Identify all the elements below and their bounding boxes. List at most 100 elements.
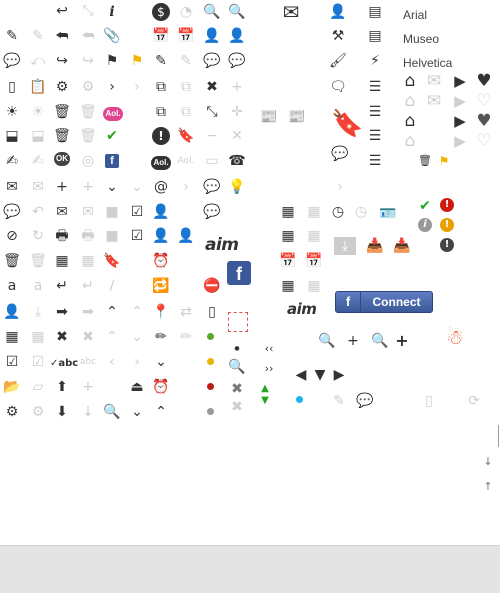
chat-icon[interactable]: 💬: [203, 53, 221, 69]
no-entry-icon[interactable]: ⛔: [203, 278, 221, 294]
trash-can-icon[interactable]: 🗑: [53, 104, 71, 120]
clock-icon[interactable]: ◷: [331, 204, 345, 220]
chevron-up-small-icon-2[interactable]: ⌃: [155, 404, 167, 420]
search-icon[interactable]: 🔍: [203, 4, 221, 20]
facebook-small-icon[interactable]: f: [105, 154, 119, 168]
close-x-icon[interactable]: ✖: [56, 329, 68, 345]
inbox-print-icon[interactable]: 📥: [366, 238, 384, 254]
scroll-down-arrow-icon[interactable]: ↓: [483, 455, 493, 468]
home-icon[interactable]: ⌂: [404, 71, 416, 91]
lightning-doc-icon[interactable]: ⚡: [370, 53, 380, 69]
user-add-icon-2[interactable]: 👤: [152, 228, 170, 244]
error-icon[interactable]: !: [440, 198, 454, 212]
search-icon-small[interactable]: 🔍: [103, 404, 121, 420]
calendar-17-icon[interactable]: 📅: [152, 28, 170, 44]
list-document-icon[interactable]: ▤: [368, 28, 382, 44]
ok-circle-icon[interactable]: OK: [53, 150, 71, 168]
repeat-icon[interactable]: 🔁: [152, 278, 170, 294]
facebook-logo-icon[interactable]: f: [227, 261, 251, 285]
reply-all-icon[interactable]: ⮪: [55, 28, 69, 44]
scroll-up-arrow-icon[interactable]: ↑: [483, 480, 493, 493]
resize-icon[interactable]: ⤡: [206, 104, 218, 120]
trash-icon[interactable]: 🗑: [3, 253, 21, 269]
font-helvetica-label[interactable]: Helvetica: [403, 56, 453, 70]
spellcheck-abc-icon[interactable]: ✓abc: [50, 358, 79, 369]
home-icon-2[interactable]: ⌂: [404, 111, 416, 131]
sun-icon[interactable]: ☀: [5, 104, 19, 120]
triangle-down-green-icon[interactable]: ▼: [261, 395, 269, 406]
info-gray-icon[interactable]: i: [418, 218, 432, 232]
chevron-right-icon[interactable]: ›: [109, 79, 115, 95]
user-add-icon[interactable]: 👤: [3, 304, 21, 320]
font-a-icon[interactable]: a: [7, 278, 17, 294]
envelope-icon[interactable]: ✉: [56, 204, 68, 220]
layout-icon[interactable]: ▤: [368, 4, 382, 20]
calendar-grid-icon[interactable]: ▦: [5, 329, 19, 345]
flag-icon[interactable]: ⚑: [105, 53, 119, 69]
user-icon[interactable]: 👤: [152, 204, 170, 220]
chevron-left-double-icon[interactable]: ‹‹: [264, 342, 274, 355]
person-icon[interactable]: 👤: [329, 4, 347, 20]
heart-icon[interactable]: ♥: [476, 71, 492, 91]
external-link-icon-2[interactable]: ⧉: [156, 104, 166, 120]
edit-document-icon[interactable]: ✎: [155, 53, 167, 69]
triangle-up-green-icon[interactable]: ▲: [261, 383, 269, 394]
list-icon-4[interactable]: ☰: [368, 153, 382, 169]
eject-icon[interactable]: ⏏: [130, 379, 144, 395]
arrow-up-icon[interactable]: ⬆: [56, 379, 68, 395]
lightbulb-icon[interactable]: 💡: [228, 179, 246, 195]
reply-icon[interactable]: ↩: [56, 3, 68, 19]
dollar-icon[interactable]: $: [152, 3, 170, 21]
chevron-up-small-icon[interactable]: ⌃: [106, 304, 118, 320]
location-pin-icon[interactable]: 📍: [152, 304, 170, 320]
tools-icon[interactable]: ⚒: [331, 28, 345, 44]
search-dark-icon[interactable]: 🔍: [228, 359, 246, 375]
heart-icon-2[interactable]: ♥: [476, 111, 492, 131]
alert-icon[interactable]: !: [152, 127, 170, 145]
external-link-icon[interactable]: ⧉: [156, 79, 166, 95]
list-icon-2[interactable]: ☰: [368, 104, 382, 120]
edit-icon[interactable]: ✎: [6, 28, 18, 44]
facebook-connect-button[interactable]: f Connect: [335, 291, 433, 313]
brush-icon[interactable]: 🖌: [329, 53, 347, 69]
speech-bubble-icon[interactable]: 💬: [3, 53, 21, 69]
media-player-icon[interactable]: ▶: [454, 72, 466, 90]
chevron-down-icon[interactable]: ⌄: [106, 179, 118, 195]
inbox-download-icon[interactable]: ⬓: [5, 128, 19, 144]
plus-icon-light[interactable]: +: [347, 333, 359, 349]
block-icon[interactable]: ⊘: [6, 228, 18, 244]
chat-green-icon[interactable]: 💬: [203, 179, 221, 195]
list-icon-3[interactable]: ☰: [368, 128, 382, 144]
calendar-grid-icon-2[interactable]: ▦: [281, 204, 295, 220]
alarm-clock-small-icon[interactable]: ⏰: [152, 379, 170, 395]
gear-icon[interactable]: ⚙: [5, 404, 19, 420]
triangle-right-icon[interactable]: ▶: [333, 367, 345, 383]
arrow-right-icon[interactable]: ➡: [56, 304, 68, 320]
check-green-icon[interactable]: ✔: [419, 198, 431, 214]
gear-icon-alt[interactable]: ⚙: [55, 79, 69, 95]
close-x-small-icon[interactable]: ✖: [231, 381, 243, 397]
checkmark-icon[interactable]: ✔: [106, 128, 118, 144]
checkbox-checked-icon-2[interactable]: ☑: [130, 228, 144, 244]
newspaper-icon[interactable]: 📰: [260, 109, 278, 125]
calendar-month-icon[interactable]: ▦: [55, 253, 69, 269]
folder-open-icon[interactable]: 📂: [3, 379, 21, 395]
alarm-clock-icon[interactable]: ⏰: [152, 253, 170, 269]
media-player-icon-2[interactable]: ▶: [454, 112, 466, 130]
download-tray-icon-selected[interactable]: ⤓: [334, 237, 356, 255]
trash-small-icon[interactable]: 🗑: [418, 154, 432, 167]
info-icon[interactable]: i: [109, 4, 115, 20]
checkbox-edit-icon[interactable]: ☑: [5, 354, 19, 370]
at-sign-icon[interactable]: @: [154, 179, 168, 195]
user-edit-icon[interactable]: 👤: [203, 28, 221, 44]
calendar-grid-icon-4[interactable]: ▦: [281, 278, 295, 294]
newspaper-icon-alt[interactable]: 📰: [288, 109, 306, 125]
warning-icon[interactable]: !: [440, 218, 454, 232]
plus-icon-bold[interactable]: +: [395, 331, 409, 350]
flag-small-icon[interactable]: ⚑: [438, 154, 450, 168]
pencil-icon[interactable]: ✏: [155, 329, 167, 345]
calendar-grid-icon-3[interactable]: ▦: [281, 228, 295, 244]
mobile-icon[interactable]: ▯: [208, 304, 216, 320]
triangle-left-icon[interactable]: ◀: [295, 367, 307, 383]
list-icon-1[interactable]: ☰: [368, 79, 382, 95]
